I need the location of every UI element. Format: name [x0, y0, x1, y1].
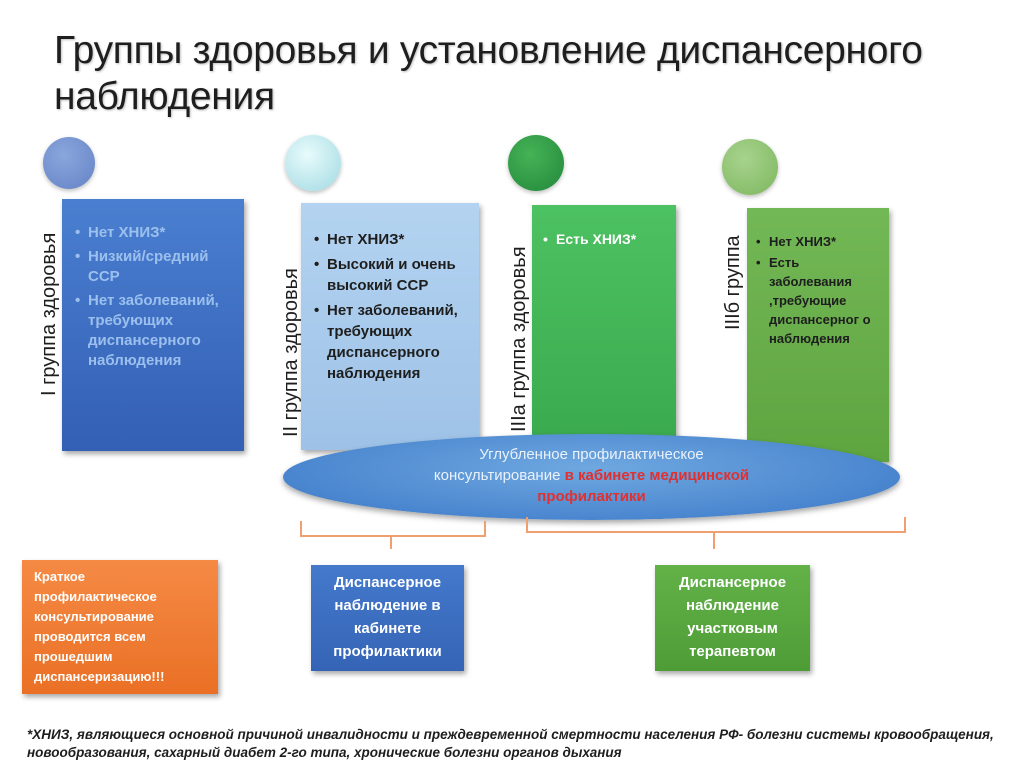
therapist-observation-text: Диспансерное наблюдение участковым терап… [678, 574, 787, 660]
ellipse-line-2: консультирование в кабинете медицинской [283, 465, 900, 486]
bracket-right-tick [713, 531, 715, 549]
therapist-observation-box: Диспансерное наблюдение участковым терап… [655, 565, 810, 671]
group-3b-circle [722, 139, 778, 195]
group-3a-item: Есть ХНИЗ* [543, 229, 672, 249]
group-2-circle [285, 135, 341, 191]
footnote: *ХНИЗ, являющиеся основной причиной инва… [27, 727, 994, 760]
group-2-card: Нет ХНИЗ* Высокий и очень высокий ССР Не… [301, 203, 479, 450]
group-3b-card: Нет ХНИЗ* Есть заболевания ,требующие ди… [747, 208, 889, 462]
brief-consulting-box: Краткое профилактическое консультировани… [22, 560, 218, 694]
ellipse-line-1: Углубленное профилактическое [479, 446, 704, 463]
group-1-item: Низкий/средний ССР [75, 247, 238, 287]
group-1-card: Нет ХНИЗ* Низкий/средний ССР Нет заболев… [62, 199, 244, 451]
page-title: Группы здоровья и установление диспансер… [54, 29, 923, 118]
group-2-label: II группа здоровья [280, 268, 302, 437]
bracket-right [526, 517, 906, 533]
cabinet-observation-text: Диспансерное наблюдение в кабинете профи… [333, 574, 442, 660]
group-3b-label: IIIб группа [722, 235, 744, 330]
group-2-item: Нет ХНИЗ* [314, 229, 473, 250]
group-1-label: I группа здоровья [38, 232, 60, 396]
group-3a-circle [508, 135, 564, 191]
ellipse-line-2-plain: консультирование [433, 467, 565, 484]
brief-consulting-text: Краткое профилактическое консультировани… [34, 569, 165, 684]
group-3b-item: Есть заболевания ,требующие диспансерног… [756, 253, 883, 348]
deep-consulting-ellipse: Углубленное профилактическое консультиро… [283, 434, 900, 520]
ellipse-line-3-highlight: профилактики [537, 488, 646, 505]
group-1-item: Нет ХНИЗ* [75, 223, 238, 243]
group-1-item: Нет заболеваний, требующих диспансерного… [75, 291, 238, 371]
cabinet-observation-box: Диспансерное наблюдение в кабинете профи… [311, 565, 464, 671]
group-3a-label: IIIа группа здоровья [508, 246, 530, 432]
group-3a-card: Есть ХНИЗ* [532, 205, 676, 450]
group-2-item: Высокий и очень высокий ССР [314, 254, 473, 296]
group-2-item: Нет заболеваний, требующих диспансерного… [314, 300, 473, 384]
bracket-left [300, 521, 486, 537]
group-1-circle [43, 137, 95, 189]
group-3b-item: Нет ХНИЗ* [756, 232, 883, 251]
bracket-left-tick [390, 535, 392, 549]
ellipse-line-2-highlight: в кабинете медицинской [564, 467, 750, 484]
